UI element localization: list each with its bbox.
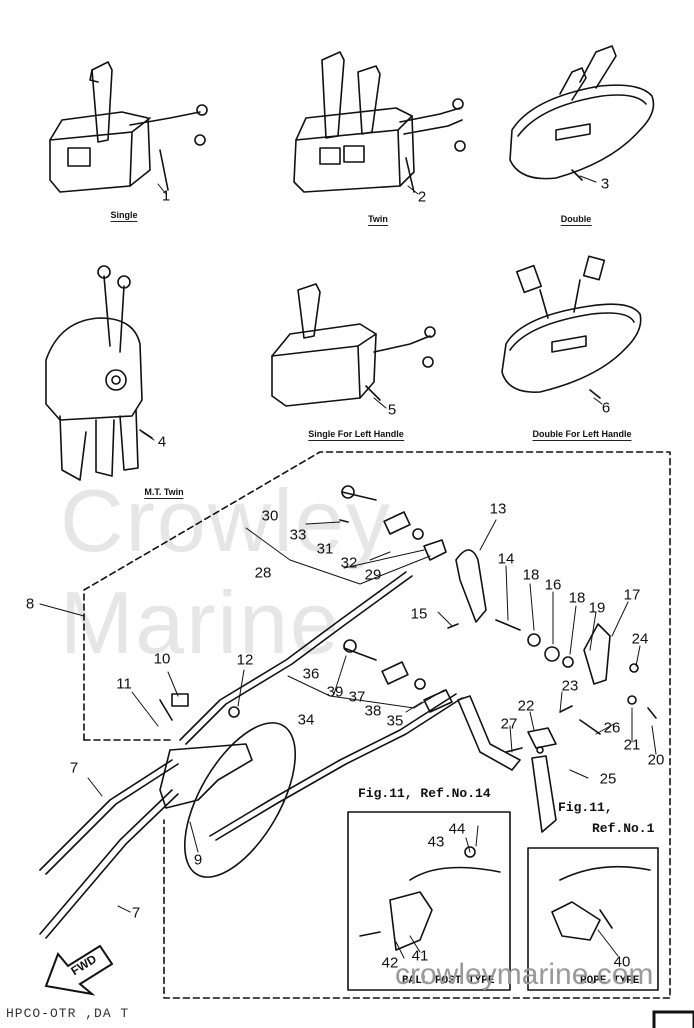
upper-linkage-parts [339, 485, 657, 735]
lower-linkage-parts [159, 639, 557, 833]
caption-single-left: Single For Left Handle [308, 429, 404, 441]
callout-15: 15 [410, 605, 428, 623]
callout-16: 16 [544, 576, 562, 594]
footer-code: HPCO-OTR ,DA T [6, 1006, 130, 1021]
control-cables [39, 571, 463, 939]
kit-boundary [83, 451, 671, 999]
callout-41: 41 [411, 947, 429, 965]
callout-27: 27 [500, 715, 518, 733]
callout-34: 34 [297, 711, 315, 729]
rope-type-parts [551, 865, 651, 941]
remote-control-mt-twin [45, 265, 153, 481]
corner-mark [652, 1010, 694, 1028]
callout-10: 10 [153, 650, 171, 668]
callout-7b: 7 [131, 904, 141, 922]
callout-40: 40 [613, 953, 631, 971]
callout-30: 30 [261, 507, 279, 525]
callout-22: 22 [517, 697, 535, 715]
callout-29: 29 [364, 566, 382, 584]
ball-post-parts [359, 846, 501, 951]
callout-24: 24 [631, 630, 649, 648]
fwd-arrow [44, 944, 114, 996]
callout-9: 9 [193, 851, 203, 869]
watermark: Crowley Marine [60, 471, 392, 672]
callout-38: 38 [364, 702, 382, 720]
callout-21: 21 [623, 736, 641, 754]
callout-5: 5 [387, 401, 397, 419]
caption-double: Double [560, 214, 592, 226]
rope-type-label: ROPE TYPE [580, 975, 640, 987]
callout-42: 42 [381, 954, 399, 972]
fig-ref-1-line1: Fig.11, [558, 800, 613, 815]
callout-3: 3 [600, 175, 610, 193]
leader-lines [87, 175, 657, 959]
callout-13: 13 [489, 500, 507, 518]
callout-19: 19 [588, 599, 606, 617]
callout-7a: 7 [69, 759, 79, 777]
callout-36: 36 [302, 665, 320, 683]
callout-25: 25 [599, 770, 617, 788]
remote-control-twin [293, 51, 466, 193]
callout-11: 11 [116, 675, 132, 693]
callout-20: 20 [647, 751, 665, 769]
callout-26: 26 [603, 719, 621, 737]
callout-28: 28 [254, 564, 272, 582]
remote-control-double-left [501, 255, 642, 399]
ball-post-type-label: BALL POST TYPE [402, 975, 495, 987]
fig-ref-1-line2: Ref.No.1 [592, 821, 655, 836]
callout-32: 32 [340, 554, 358, 572]
callout-17: 17 [623, 586, 641, 604]
rope-detail-box [527, 847, 659, 991]
ball-post-detail-box [347, 811, 511, 991]
callout-2: 2 [417, 188, 427, 206]
callout-33: 33 [289, 526, 307, 544]
callout-35: 35 [386, 712, 404, 730]
callout-8: 8 [25, 595, 35, 613]
fig-ref-14: Fig.11, Ref.No.14 [358, 786, 491, 801]
callout-4: 4 [157, 433, 167, 451]
caption-mt-twin: M.T. Twin [144, 487, 184, 499]
callout-12: 12 [236, 651, 254, 669]
callout-6: 6 [601, 399, 611, 417]
remote-control-double [509, 45, 655, 181]
remote-control-single [49, 61, 208, 193]
watermark-url: crowleymarine.com [395, 958, 654, 991]
callout-18b: 18 [568, 589, 586, 607]
callout-14: 14 [497, 550, 515, 568]
callout-31: 31 [316, 540, 334, 558]
callout-1: 1 [161, 187, 171, 205]
caption-double-left: Double For Left Handle [532, 429, 632, 441]
callout-18a: 18 [522, 566, 540, 584]
callout-39: 39 [326, 683, 344, 701]
callout-44: 44 [448, 820, 466, 838]
caption-twin: Twin [368, 214, 388, 226]
callout-23: 23 [561, 677, 579, 695]
callout-37: 37 [348, 688, 366, 706]
callout-43: 43 [427, 833, 445, 851]
caption-single: Single [110, 210, 138, 222]
remote-control-single-left [271, 283, 436, 407]
